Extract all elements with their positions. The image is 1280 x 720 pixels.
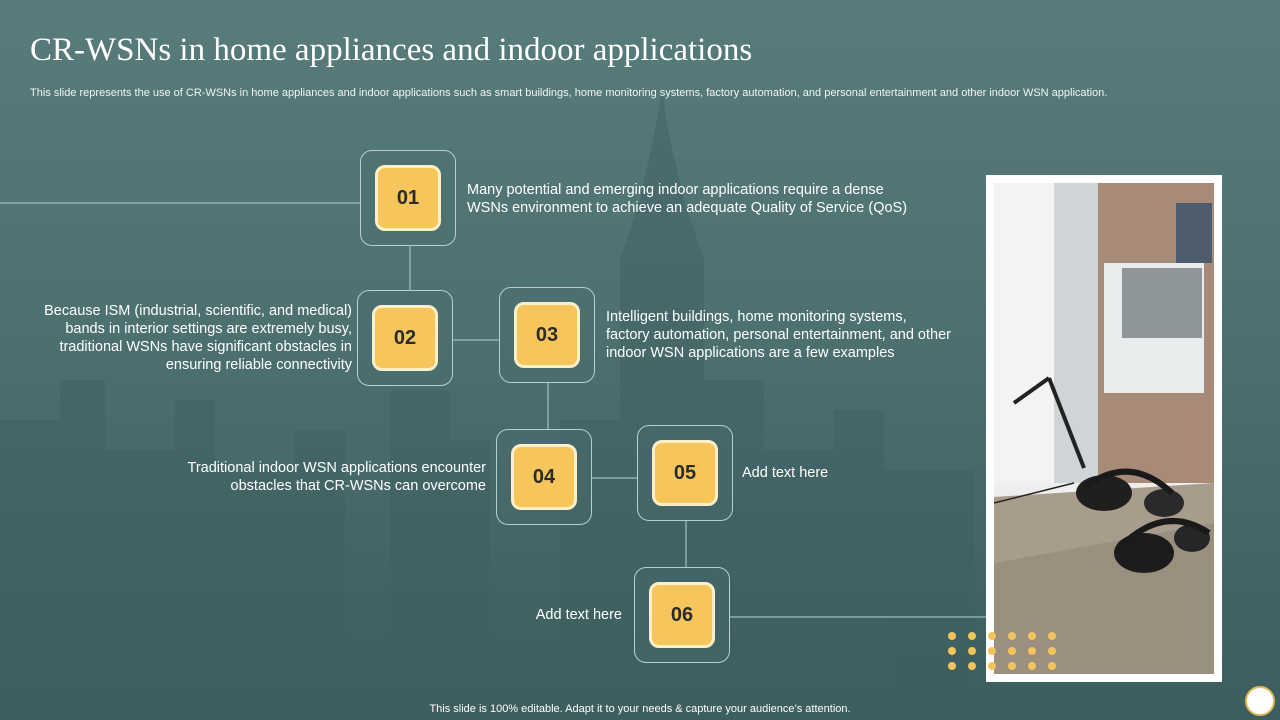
step-node-05: 05 — [637, 425, 733, 521]
step-text-06: Add text here — [535, 607, 622, 623]
step-badge-04: 04 — [511, 444, 577, 510]
dot — [1008, 662, 1016, 670]
step-badge-02: 02 — [372, 305, 438, 371]
slide-title: CR-WSNs in home appliances and indoor ap… — [30, 32, 753, 68]
step-node-03: 03 — [499, 287, 595, 383]
step-text-05: Add text here — [742, 465, 829, 481]
slide-footer: This slide is 100% editable. Adapt it to… — [429, 703, 851, 715]
headphones-desk-photo — [994, 183, 1214, 674]
dot — [968, 632, 976, 640]
corner-circle-decoration — [1245, 686, 1275, 716]
dot — [1048, 647, 1056, 655]
step-badge-03: 03 — [514, 302, 580, 368]
dot — [988, 647, 996, 655]
dot — [1048, 662, 1056, 670]
dot — [1028, 647, 1036, 655]
dot — [968, 647, 976, 655]
step-badge-01: 01 — [375, 165, 441, 231]
dot — [988, 632, 996, 640]
dot — [1008, 647, 1016, 655]
step-node-01: 01 — [360, 150, 456, 246]
step-text-01: Many potential and emerging indoor appli… — [467, 182, 908, 216]
dot — [988, 662, 996, 670]
dot — [948, 647, 956, 655]
dot — [1028, 662, 1036, 670]
step-node-04: 04 — [496, 429, 592, 525]
dot — [948, 662, 956, 670]
step-text-04: Traditional indoor WSN applications enco… — [187, 460, 486, 494]
dot — [1028, 632, 1036, 640]
step-text-02: Because ISM (industrial, scientific, and… — [44, 303, 352, 373]
step-node-06: 06 — [634, 567, 730, 663]
dot — [948, 632, 956, 640]
dot — [1008, 632, 1016, 640]
dot — [1048, 632, 1056, 640]
slide-subtitle: This slide represents the use of CR-WSNs… — [30, 87, 1108, 99]
dot — [968, 662, 976, 670]
step-text-03: Intelligent buildings, home monitoring s… — [606, 309, 951, 361]
step-badge-06: 06 — [649, 582, 715, 648]
step-node-02: 02 — [357, 290, 453, 386]
decorative-dot-grid — [948, 632, 1066, 672]
photo-frame — [986, 175, 1222, 682]
step-badge-05: 05 — [652, 440, 718, 506]
